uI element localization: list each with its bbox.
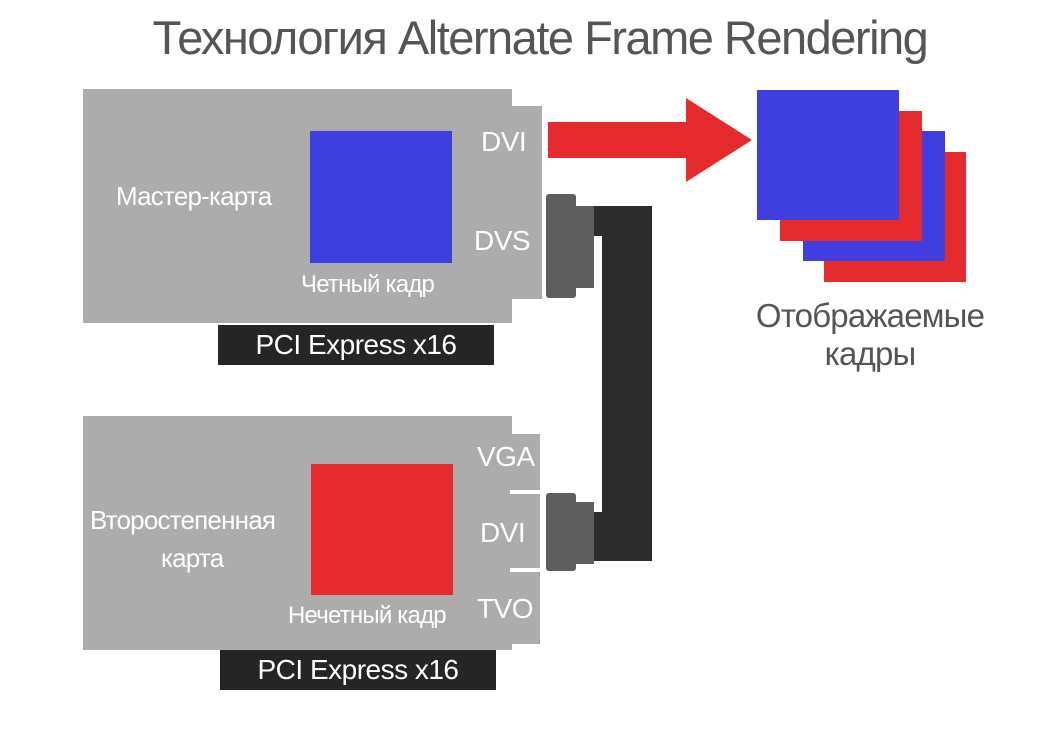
bridge-cable-icon	[546, 194, 652, 571]
secondary-card-label-line1: Второстепенная	[90, 505, 276, 535]
master-card-bracket-fill	[470, 106, 542, 299]
secondary-card-label-line2: карта	[161, 543, 224, 573]
master-slot: PCI Express x16	[218, 325, 494, 365]
secondary-port-vga: VGA	[477, 441, 535, 472]
diagram-title: Технология Alternate Frame Rendering	[152, 11, 929, 64]
master-port-dvs: DVS	[474, 225, 531, 256]
even-frame-label: Четный кадр	[301, 271, 435, 298]
secondary-port-dvi: DVI	[480, 517, 526, 548]
odd-frame	[311, 464, 453, 595]
odd-frame-label: Нечетный кадр	[288, 602, 447, 629]
secondary-card-bracket-fill	[470, 434, 540, 644]
output-frame-1	[757, 90, 899, 220]
secondary-slot: PCI Express x16	[220, 650, 496, 690]
master-card-label: Мастер-карта	[116, 181, 272, 211]
output-caption-line2: кадры	[824, 335, 917, 372]
secondary-bracket-gap-2	[510, 568, 542, 572]
secondary-port-tvo: TVO	[477, 593, 534, 624]
secondary-bracket-gap-1	[510, 490, 542, 494]
output-caption-line1: Отображаемые	[755, 297, 985, 334]
even-frame	[310, 131, 452, 263]
arrow-right-icon	[548, 98, 752, 182]
master-port-dvi: DVI	[481, 126, 527, 157]
